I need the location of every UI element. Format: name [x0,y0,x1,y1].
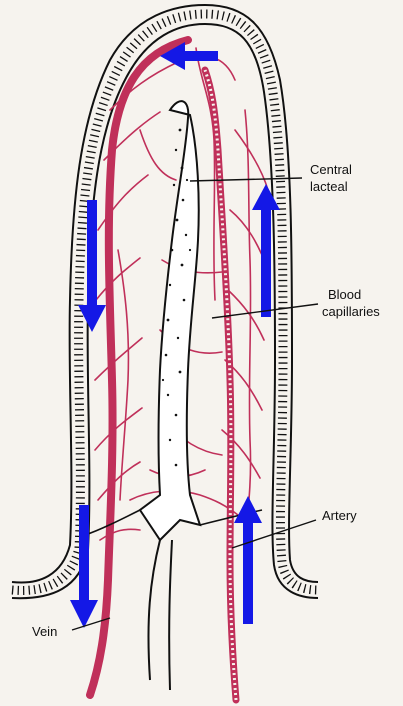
flow-arrows [70,42,280,628]
blood-capillaries [94,47,269,541]
label-blood-capillaries-line1: Blood [328,287,361,302]
leader-lines [71,177,319,631]
central-lacteal [84,100,263,691]
vein [86,36,192,699]
arrow-left-lower-down [70,505,98,628]
label-artery: Artery [322,508,357,523]
label-central-lacteal-line1: Central [310,162,352,177]
villus-epithelium [11,3,319,600]
arrow-right-lower-up [234,496,262,624]
label-vein: Vein [32,624,57,639]
arrow-top-left [160,42,218,70]
label-blood-capillaries-line2: capillaries [322,304,380,319]
label-central-lacteal-line2: lacteal [310,179,348,194]
arrow-right-upper-up [252,184,280,317]
arrow-left-upper-down [78,200,106,332]
